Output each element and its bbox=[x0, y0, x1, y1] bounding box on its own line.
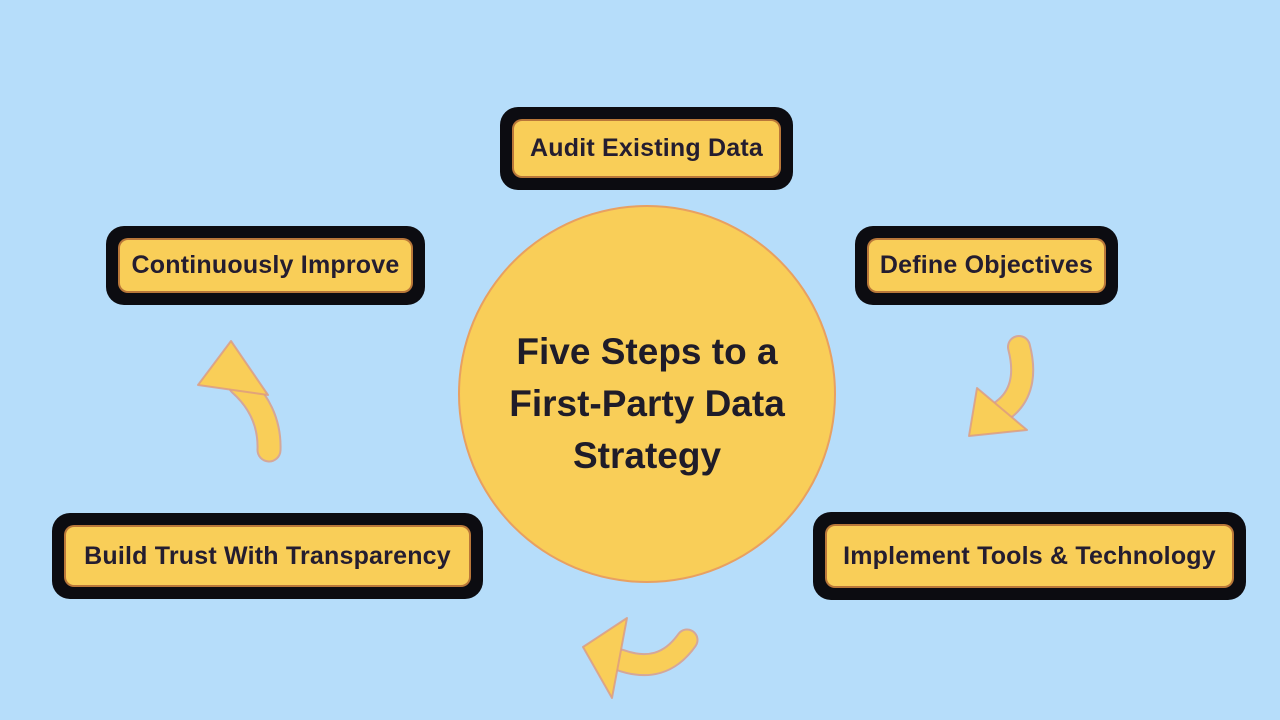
center-circle: Five Steps to a First-Party Data Strateg… bbox=[458, 205, 836, 583]
circle-title-line-1: Five Steps to a bbox=[516, 331, 778, 372]
curved-arrow-left-icon bbox=[582, 617, 699, 699]
step-box-audit-existing-data: Audit Existing Data bbox=[500, 107, 793, 190]
curved-arrow-down-left-icon bbox=[968, 335, 1035, 437]
step-box-define-objectives: Define Objectives bbox=[855, 226, 1118, 305]
step-box-build-trust-transparency: Build Trust With Transparency bbox=[52, 513, 483, 599]
circle-title-line-3: Strategy bbox=[572, 435, 722, 476]
circle-title-line-2: First-Party Data bbox=[509, 383, 785, 424]
step-box-implement-tools-technology: Implement Tools & Technology bbox=[813, 512, 1246, 600]
step-box-continuously-improve: Continuously Improve bbox=[106, 226, 425, 305]
step-label: Define Objectives bbox=[867, 238, 1106, 293]
step-label: Implement Tools & Technology bbox=[825, 524, 1234, 588]
step-label: Audit Existing Data bbox=[512, 119, 781, 178]
step-label: Build Trust With Transparency bbox=[64, 525, 471, 587]
curved-arrow-up-icon bbox=[197, 340, 282, 463]
step-label: Continuously Improve bbox=[118, 238, 413, 293]
